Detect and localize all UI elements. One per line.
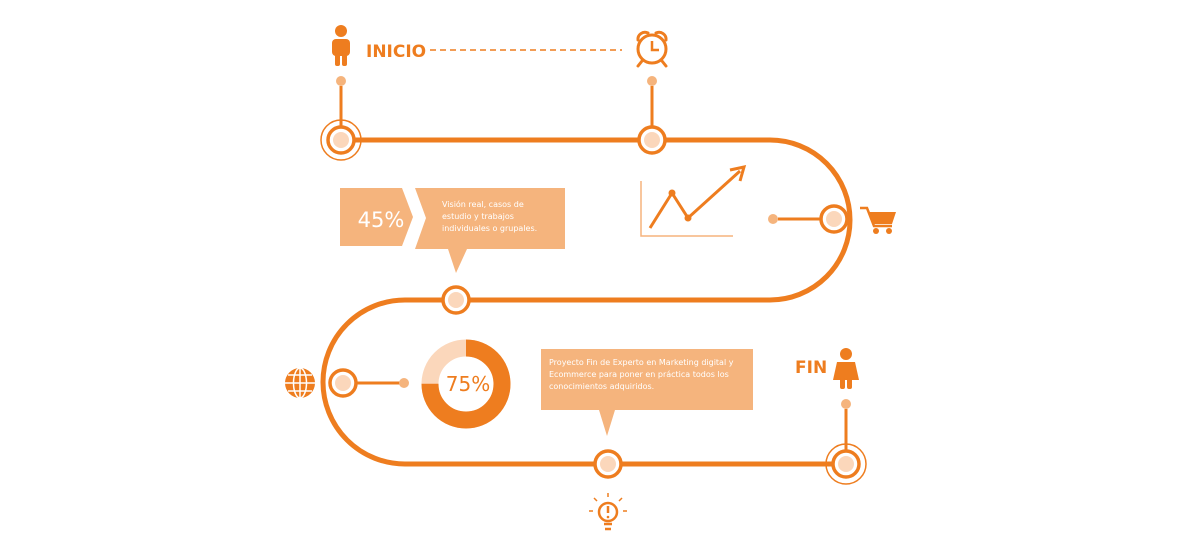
cart-node <box>768 204 849 234</box>
donut-description: Proyecto Fin de Experto en Marketing dig… <box>549 358 734 391</box>
donut-chart: 75% <box>421 339 511 429</box>
progress-box: 45% <box>340 188 565 273</box>
roadmap-path <box>320 137 853 467</box>
start-label: INICIO <box>366 42 426 62</box>
donut-description-bubble <box>541 349 753 436</box>
lightbulb-icon <box>589 493 627 531</box>
shopping-cart-icon <box>860 206 896 234</box>
end-label: FIN <box>795 358 827 378</box>
progress-description: Visión real, casos de estudio y trabajos… <box>442 200 538 233</box>
donut-progress-arc <box>421 339 511 429</box>
start-node <box>320 76 362 161</box>
alarm-clock-icon <box>636 30 668 68</box>
progress-value: 45% <box>358 208 405 232</box>
person-icon <box>332 25 350 66</box>
idea-node <box>593 449 623 479</box>
person-female-icon <box>833 348 859 389</box>
end-node <box>825 399 867 485</box>
globe-node <box>328 368 409 398</box>
globe-icon <box>285 367 315 399</box>
donut-value: 75% <box>446 372 490 396</box>
progress-node <box>441 285 471 315</box>
line-chart-icon <box>640 165 747 237</box>
alarm-node <box>637 76 667 155</box>
